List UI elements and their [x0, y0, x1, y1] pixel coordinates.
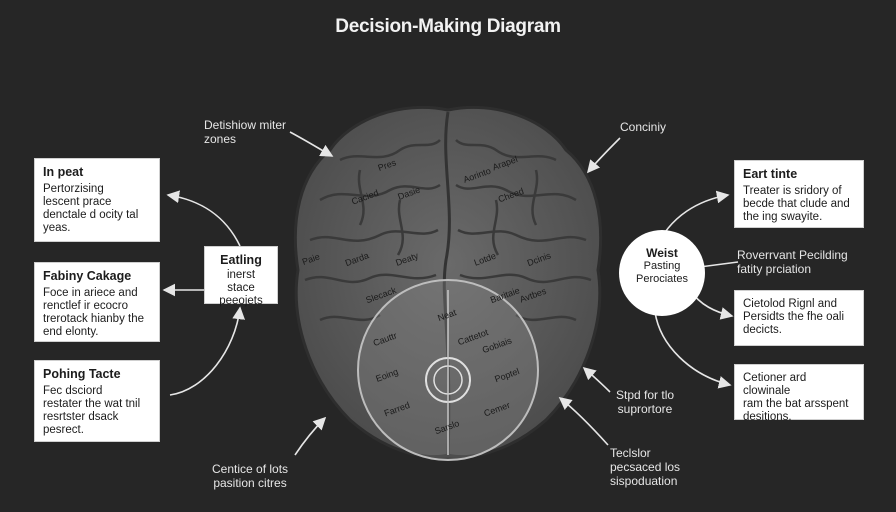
right-box-1: Eart tinte Treater is sridory of becde t…: [734, 160, 864, 228]
left-box-2-body: Foce in ariece and renctlef ir ecocro tr…: [43, 287, 145, 338]
arrow-top-left: [289, 131, 334, 157]
right-box-1-title: Eart tinte: [743, 167, 798, 181]
left-box-1: In peat Pertorzising lescent prace denct…: [34, 158, 160, 242]
label-bottom-right-lower: Teclslor pecsaced los sispoduation: [610, 446, 681, 488]
right-box-3: Cetioner ard clowinale ram the bat arssp…: [734, 364, 864, 423]
middle-box: Eatling inerst stace peeojets: [204, 246, 278, 307]
center-node-title: Weist: [646, 246, 678, 260]
label-mid-right: Roverrvant Pecilding fatity prciation: [737, 248, 848, 276]
middle-box-title: Eatling: [220, 253, 262, 267]
center-node: Weist Pasting Perociates: [619, 230, 705, 316]
right-box-1-body: Treater is sridory of becde that clude a…: [743, 185, 850, 223]
brain-illustration: [293, 105, 603, 461]
label-bottom-right-upper: Stpd for tlo suprortore: [616, 388, 675, 416]
arrow-top-right: [586, 137, 621, 174]
label-decision-zones: Detishiow miter zones: [204, 118, 287, 146]
right-box-2: Cietolod Rignl and Persidts the fhe oali…: [734, 290, 864, 346]
left-box-2-title: Fabiny Cakage: [43, 269, 132, 283]
connector-arrows: [162, 131, 739, 456]
left-box-3: Pohing Tacte Fec dsciord restater the wa…: [34, 360, 160, 442]
label-top-right: Conciniy: [620, 120, 667, 134]
arrow-bottom-right-upper: [582, 366, 611, 393]
left-box-1-title: In peat: [43, 165, 84, 179]
center-node-line1: Pasting: [643, 260, 681, 272]
left-box-2: Fabiny Cakage Foce in ariece and renctle…: [34, 262, 160, 342]
left-box-3-title: Pohing Tacte: [43, 367, 121, 381]
arrow-node-to-right3: [654, 311, 732, 389]
arrow-box3-to-middle: [169, 306, 246, 396]
middle-box-body: inerst stace peeojets: [219, 269, 263, 307]
right-box-2-body: Cietolod Rignl and Persidts the fhe oali…: [743, 298, 845, 336]
right-box-3-body: Cetioner ard clowinale ram the bat arssp…: [743, 372, 849, 423]
arrow-middle-to-box1: [166, 190, 241, 247]
center-node-line2: Perociates: [636, 273, 688, 285]
arrow-bottom-left: [294, 416, 327, 456]
left-box-3-body: Fec dsciord restater the wat tnil resrts…: [43, 385, 141, 436]
left-box-1-body: Pertorzising lescent prace denctale d oc…: [43, 183, 139, 234]
page-title: Decision-Making Diagram: [335, 16, 561, 37]
label-bottom-left: Centice of lots pasition citres: [212, 462, 289, 490]
arrow-bottom-right-lower: [558, 397, 609, 446]
